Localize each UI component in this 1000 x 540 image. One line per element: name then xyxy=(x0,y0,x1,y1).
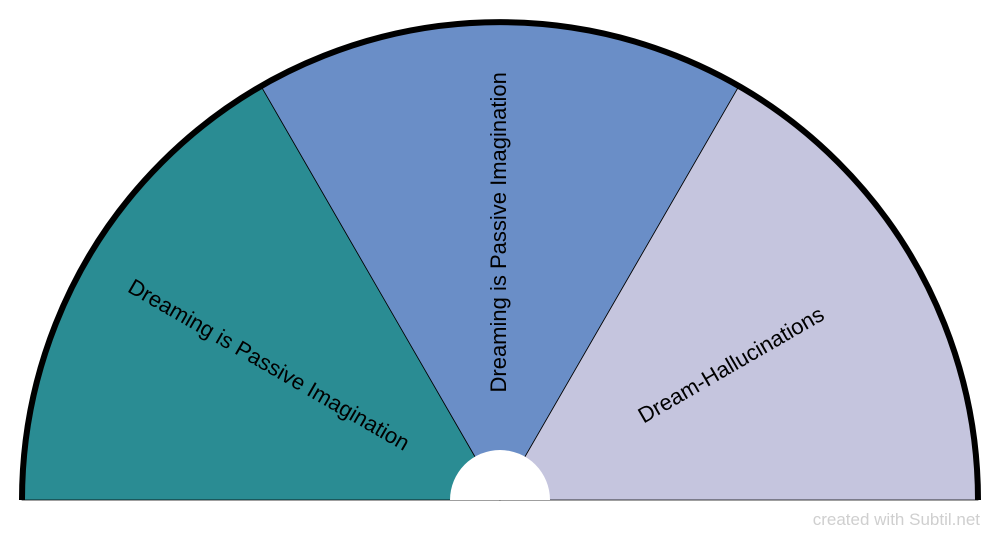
fan-segments xyxy=(21,21,979,501)
credit-text: created with Subtil.net xyxy=(812,510,980,529)
outer-rim xyxy=(19,19,981,501)
segment-label-dreaming-is-passive-imagination: Dreaming is Passive Imagination xyxy=(486,72,511,392)
center-hub xyxy=(450,450,550,500)
